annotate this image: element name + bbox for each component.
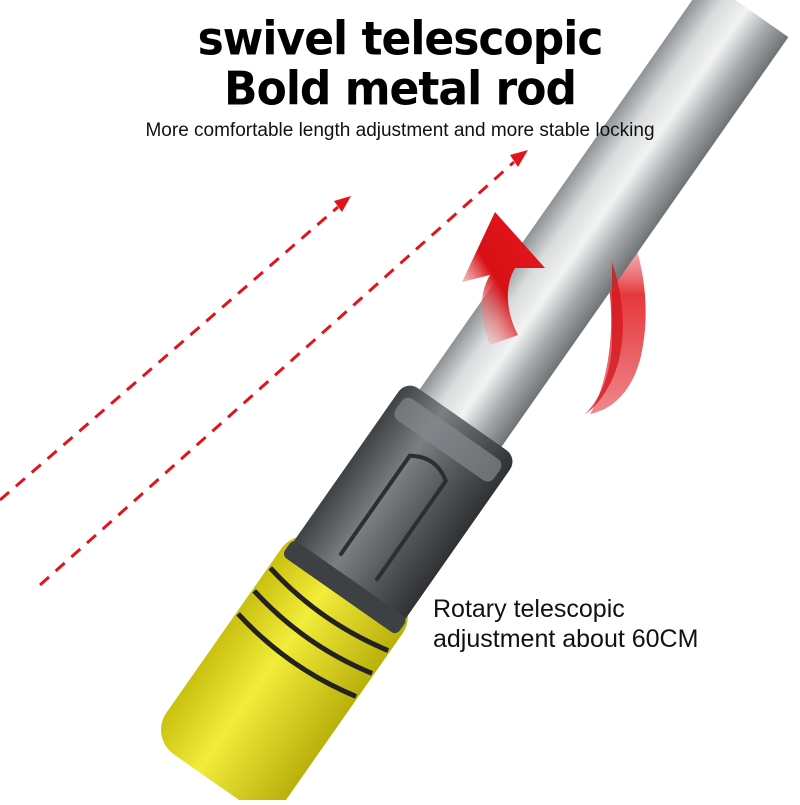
feature-caption: Rotary telescopic adjustment about 60CM [433,594,698,654]
foam-grip [161,535,408,805]
headline-line-1: swivel telescopic [197,12,604,67]
metal-rod [350,0,789,546]
locking-sleeve [283,385,513,634]
dashed-arrow-icon [39,150,528,587]
dashed-arrow-icon [0,196,351,502]
subtitle: More comfortable length adjustment and m… [145,120,655,141]
rotation-arrow-icon [462,212,545,345]
caption-line-1: Rotary telescopic [433,595,625,623]
headline-line-2: Bold metal rod [224,62,577,117]
caption-line-2: adjustment about 60CM [433,625,699,653]
rotation-ribbon-front [585,262,623,414]
